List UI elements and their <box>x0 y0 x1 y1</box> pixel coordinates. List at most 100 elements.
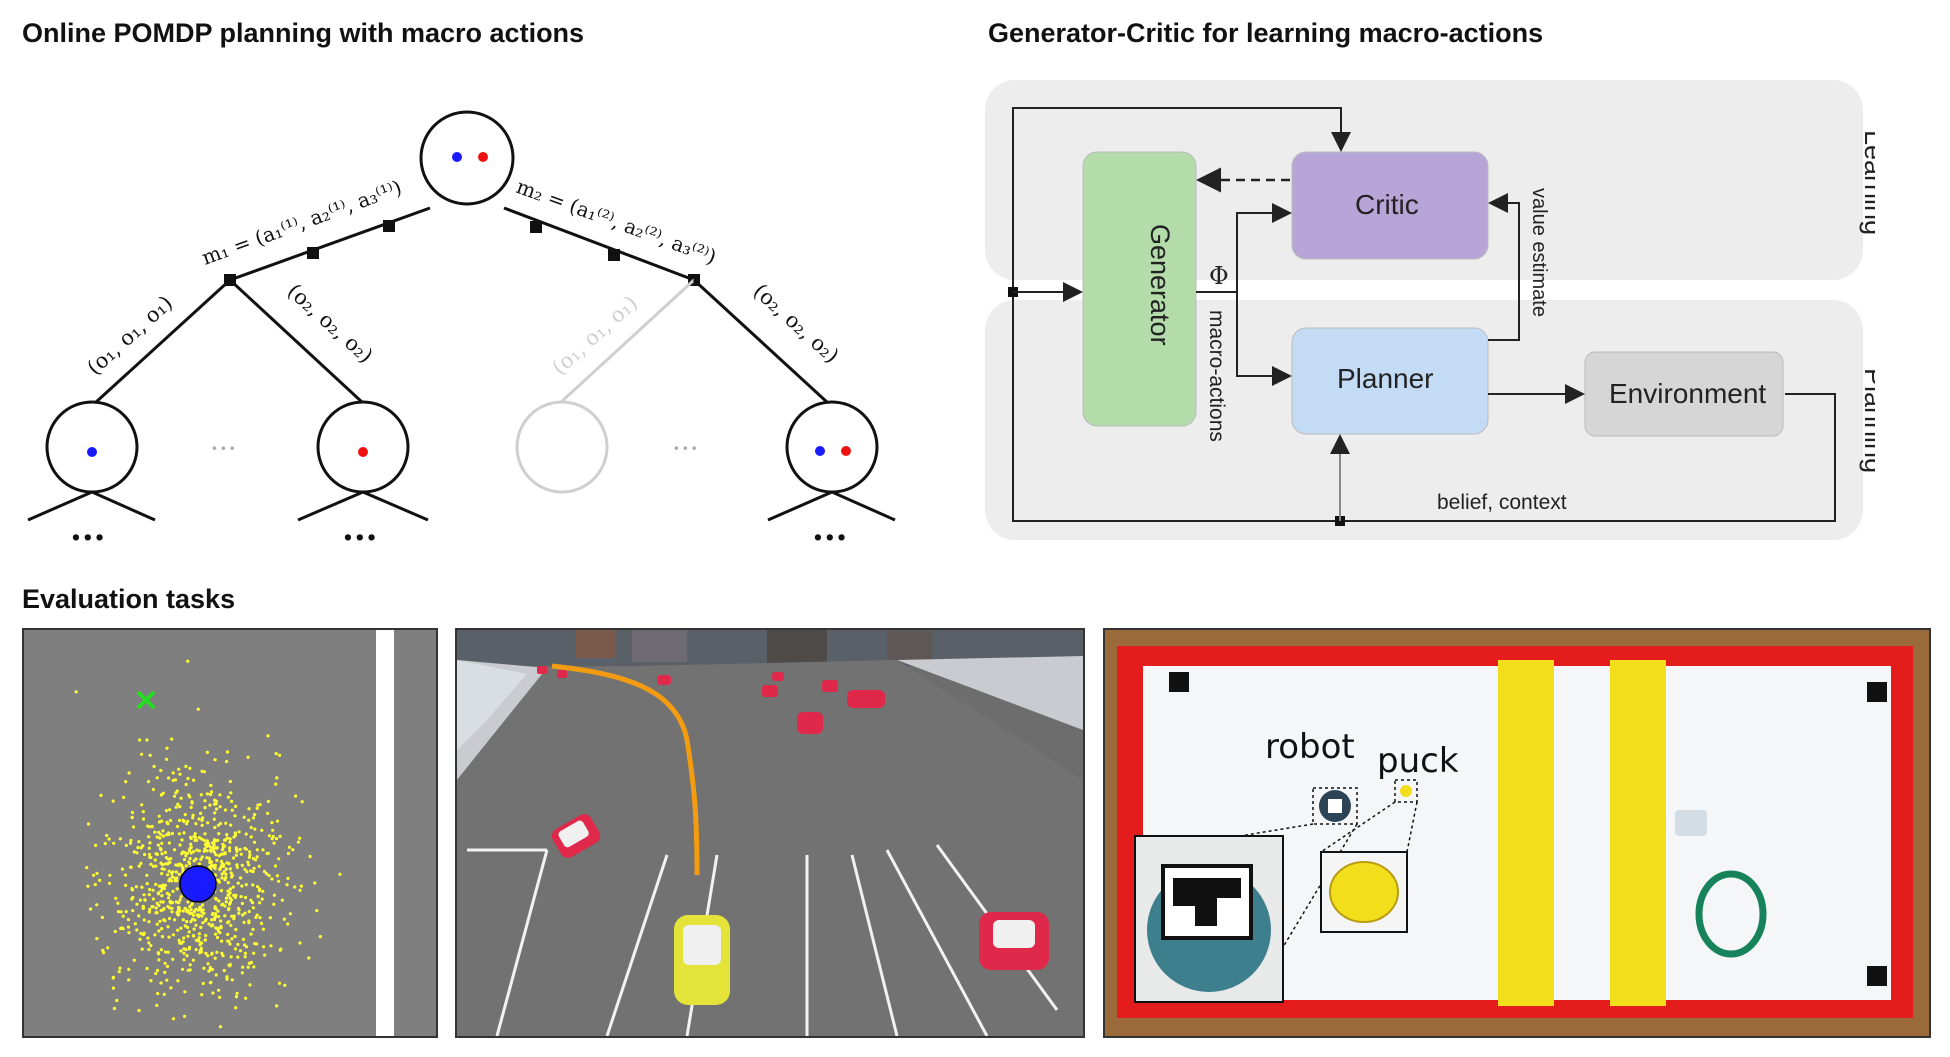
belief-particle <box>233 934 237 939</box>
belief-particle <box>214 802 218 806</box>
belief-particle <box>248 853 252 857</box>
belief-particle <box>243 951 247 955</box>
belief-particle <box>176 979 180 983</box>
belief-particle <box>247 855 251 859</box>
belief-particle <box>199 811 203 815</box>
belief-particle <box>300 800 304 804</box>
belief-particle <box>173 778 178 782</box>
belief-particle <box>200 818 204 822</box>
belief-particle <box>170 910 174 914</box>
belief-particle <box>135 851 139 855</box>
belief-particle <box>265 851 269 855</box>
belief-particle <box>179 941 184 945</box>
belief-particle <box>181 818 185 822</box>
belief-particle <box>95 871 99 875</box>
belief-particle <box>221 954 225 958</box>
subtree-lines-2 <box>297 490 429 522</box>
belief-particle <box>265 872 269 876</box>
belief-particle <box>233 833 238 837</box>
belief-particle <box>155 968 160 972</box>
belief-particle <box>202 849 206 853</box>
belief-particle <box>204 933 208 938</box>
belief-particle <box>192 910 196 914</box>
belief-particle <box>223 851 227 855</box>
belief-particle <box>197 836 201 840</box>
belief-particle <box>167 832 171 837</box>
belief-particle <box>176 802 180 806</box>
belief-particle <box>187 793 191 797</box>
belief-particle <box>217 880 221 884</box>
belief-particle <box>252 866 256 870</box>
belief-particle <box>189 805 193 809</box>
belief-particle <box>184 854 188 858</box>
belief-particle <box>219 859 224 864</box>
gap-dots-left: ··· <box>210 432 237 465</box>
belief-particle <box>212 817 216 821</box>
belief-particle <box>195 838 199 842</box>
gap-dots-right: ··· <box>672 432 699 465</box>
obs-branch-2 <box>228 278 365 405</box>
belief-particle <box>167 869 171 873</box>
belief-particle <box>167 916 172 921</box>
building-4 <box>887 630 932 660</box>
belief-particle <box>191 934 195 938</box>
belief-particle <box>228 942 232 946</box>
obs-branch-1 <box>93 278 232 405</box>
belief-particle <box>175 887 179 891</box>
belief-particle <box>228 849 232 853</box>
belief-particle <box>193 918 197 922</box>
belief-particle <box>190 902 194 906</box>
belief-particle <box>274 782 278 786</box>
belief-particle <box>272 902 276 906</box>
belief-particle <box>233 895 237 899</box>
belief-particle <box>156 843 160 847</box>
belief-particle <box>247 863 251 867</box>
robot-label: robot <box>1265 727 1355 767</box>
belief-particle <box>169 901 173 905</box>
traffic-cars <box>537 666 1049 1005</box>
light-strip <box>376 630 394 1036</box>
belief-particle <box>127 978 131 982</box>
belief-particle <box>253 827 257 831</box>
belief-particle <box>137 864 141 868</box>
driving-scene <box>457 630 1083 1036</box>
belief-particle <box>159 889 163 893</box>
belief-particle <box>189 908 193 912</box>
belief-particle <box>146 936 150 940</box>
belief-particle <box>167 776 171 780</box>
belief-particle <box>259 921 264 925</box>
pomdp-tree-diagram: m₁ = (a₁⁽¹⁾, a₂⁽¹⁾, a₃⁽¹⁾) m₂ = (a₁⁽²⁾, … <box>27 110 896 549</box>
belief-particle <box>233 814 237 818</box>
belief-particle <box>100 915 104 919</box>
belief-particle <box>168 808 172 812</box>
belief-particle <box>190 800 194 804</box>
belief-particle <box>229 823 233 827</box>
belief-particle <box>181 850 185 854</box>
belief-particle <box>194 948 198 952</box>
belief-particle <box>159 900 163 904</box>
belief-particle <box>275 874 279 878</box>
belief-particle <box>242 920 246 924</box>
belief-particle <box>291 848 295 852</box>
belief-particle <box>286 922 290 926</box>
belief-particle <box>145 873 149 877</box>
belief-particle <box>253 858 258 862</box>
belief-particle <box>151 897 155 901</box>
belief-particle <box>224 872 228 876</box>
belief-particle <box>187 930 191 934</box>
belief-particle <box>188 856 192 861</box>
belief-particles <box>74 659 342 1029</box>
belief-particle <box>177 872 181 876</box>
belief-particle <box>168 860 172 864</box>
belief-particle <box>188 905 192 909</box>
belief-particle <box>117 970 121 974</box>
belief-particle <box>114 896 118 900</box>
belief-particle <box>112 1006 117 1011</box>
belief-particle <box>171 870 175 874</box>
belief-particle <box>243 895 248 900</box>
belief-particle <box>255 913 259 917</box>
belief-particle <box>210 967 214 972</box>
generator-critic-diagram: Learning Planning Generator Critic Plann… <box>985 80 1875 540</box>
belief-particle <box>218 1025 223 1029</box>
belief-particle <box>170 875 174 879</box>
